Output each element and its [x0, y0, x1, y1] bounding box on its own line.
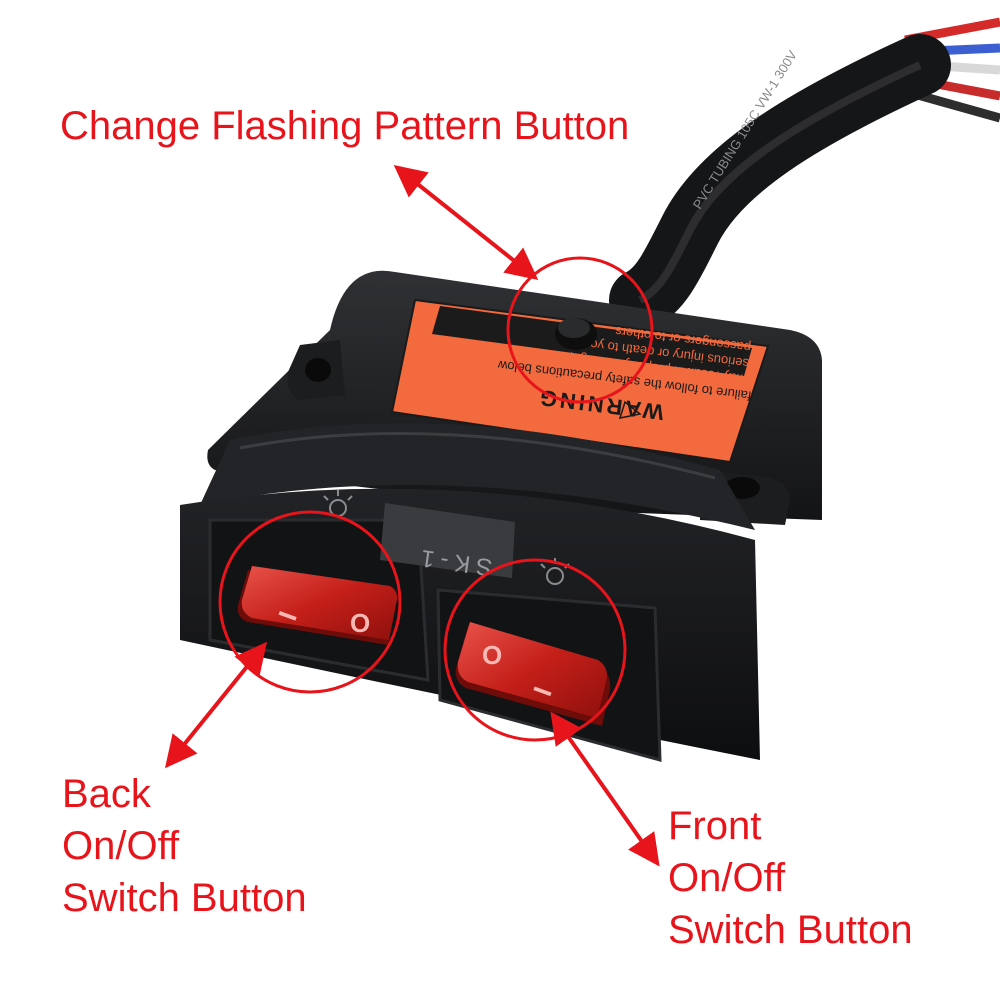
back-switch-callout: Back On/Off Switch Button	[62, 768, 307, 924]
back-switch-arrow	[164, 641, 268, 769]
back-switch-highlight-circle	[218, 510, 402, 694]
flash-button-arrow	[393, 165, 539, 280]
back-switch-callout-line: On/Off	[62, 824, 180, 868]
back-switch-callout-line: Back	[62, 772, 151, 816]
front-switch-mark-off: O	[482, 640, 502, 670]
front-switch-highlight-circle	[443, 558, 627, 742]
back-switch-callout-line: Switch Button	[62, 876, 307, 920]
front-switch-arrow	[550, 711, 660, 867]
front-switch-callout-line: On/Off	[668, 856, 786, 900]
flash-pattern-button[interactable]	[555, 318, 597, 350]
flash-button-callout-text: Change Flashing Pattern Button	[60, 104, 630, 148]
warning-label: WARNING failure to follow the safety pre…	[390, 298, 770, 464]
warning-triangle-icon	[618, 400, 642, 419]
front-switch-callout-line: Front	[668, 804, 762, 848]
front-rocker-switch[interactable]: O I	[455, 622, 611, 726]
back-switch-mark-off: O	[350, 608, 370, 638]
back-rocker-switch[interactable]: I O	[237, 566, 398, 645]
front-switch-callout-line: Switch Button	[668, 908, 913, 952]
power-cable: PVC TUBING 105C VW-1 300V	[609, 34, 951, 331]
flash-button-callout: Change Flashing Pattern Button	[60, 100, 629, 152]
flash-button-highlight-circle	[506, 256, 654, 404]
front-switch-callout: Front On/Off Switch Button	[668, 800, 913, 956]
mounting-hole-left	[305, 358, 331, 382]
housing-ridge	[200, 423, 755, 530]
